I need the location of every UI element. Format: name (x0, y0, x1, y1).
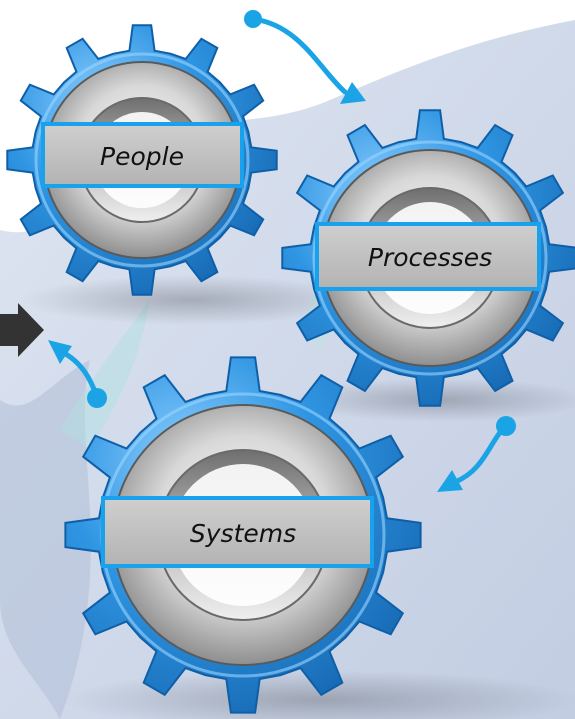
gear-label-people: People (41, 122, 244, 188)
gear-rim-highlight (34, 52, 250, 268)
arrow-people-to-processes (244, 10, 366, 104)
label-processes: Processes (368, 243, 492, 272)
label-people: People (100, 142, 184, 171)
gear-label-processes: Processes (315, 222, 541, 291)
arrow-systems-to-output (48, 340, 107, 408)
label-systems: Systems (190, 519, 296, 548)
gear-label-systems: Systems (101, 496, 374, 568)
gear-shadow (60, 670, 575, 719)
gear-shadow (20, 275, 360, 325)
gear-rim-highlight (312, 140, 548, 376)
arrow-processes-to-systems (437, 416, 516, 492)
arrow-external-output (0, 303, 44, 357)
